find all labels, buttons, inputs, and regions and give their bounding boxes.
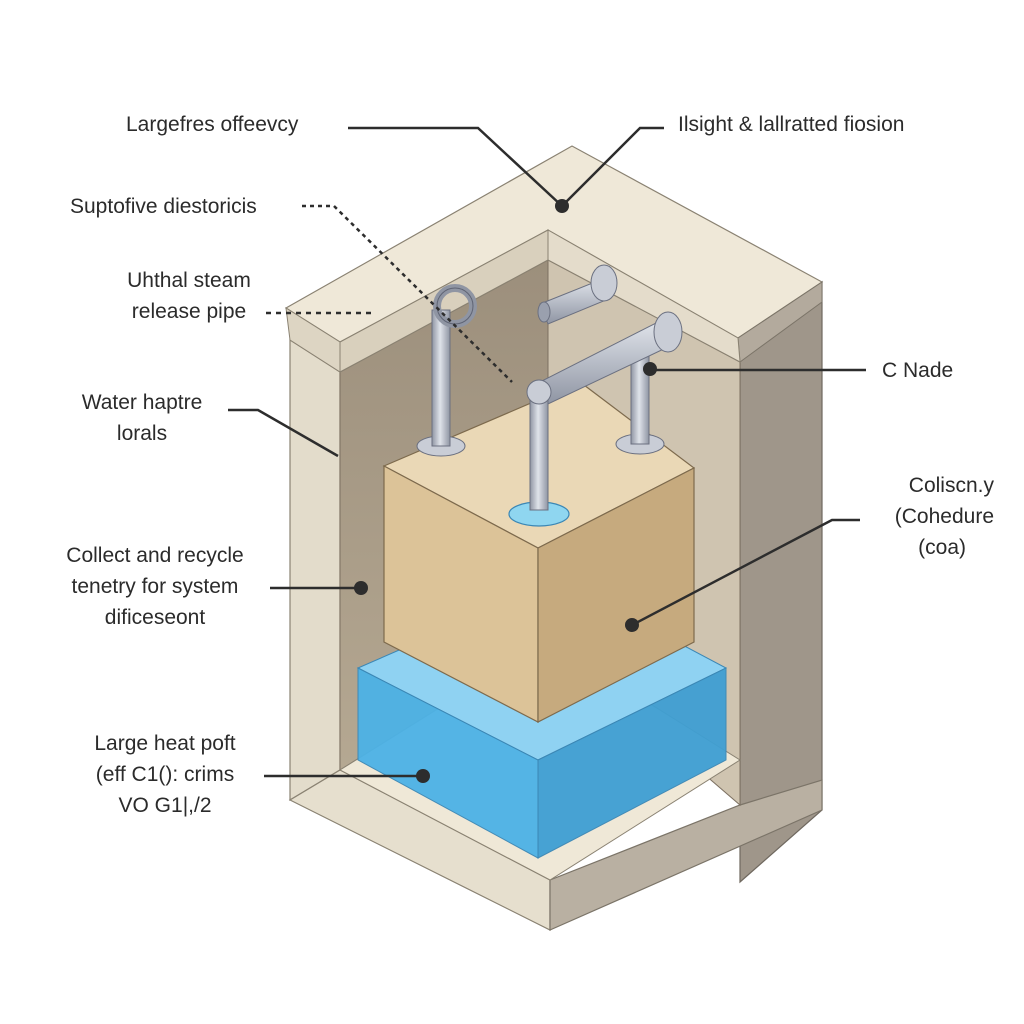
leader-colliscny [633,518,860,626]
label-line: Water haptre [81,391,203,414]
leader-water-hapture [228,408,339,458]
label-c-nade: C Nade [882,355,953,386]
label-line: lorals [116,422,168,445]
label-line: Large heat poft [94,732,236,755]
base-front-right [549,779,823,931]
label-line: Ilsight & lallratted fiosion [678,113,905,136]
label-line: release pipe [131,300,247,323]
label-large-heat: Large heat poft (eff C1(): crims VO G1|,… [70,728,260,821]
label-top-right: Ilsight & lallratted fiosion [678,109,904,140]
leader-top-left [348,126,563,207]
label-line: Suptofive diestoricis [70,195,257,218]
label-suptofive: Suptofive diestoricis [70,191,257,222]
label-water-hapture: Water haptre lorals [62,387,222,449]
label-line: Coliscn.y [908,474,994,497]
center-pipe [529,391,549,511]
label-line: Collect and recycle [66,544,244,567]
left-outer-wall [289,338,341,802]
label-line: Uhthal steam [127,269,251,292]
label-top-left: Largefres offeevcy [126,109,298,140]
top-slab-inner-lip-right [547,229,741,363]
leader-lines [228,126,866,783]
label-line: Largefres offeevcy [126,113,299,136]
label-colliscny: Coliscn.y (Cohedure (coa) [830,470,994,563]
leader-suptofive [302,204,513,383]
label-line: VO G1|,/2 [118,794,212,817]
label-collect-recycle: Collect and recycle tenetry for system d… [44,540,266,633]
label-line: (coa) [918,536,966,559]
label-line: C Nade [882,359,954,382]
label-line: dificeseont [104,606,206,629]
label-line: (Cohedure [894,505,994,528]
water-front-right [537,667,727,859]
leader-top-right [561,126,664,207]
left-pipe [431,309,451,447]
block-side [537,467,695,723]
label-steam-pipe: Uhthal steam release pipe [104,265,274,327]
label-line: tenetry for system [71,575,239,598]
label-line: (eff C1(): crims [95,763,235,786]
